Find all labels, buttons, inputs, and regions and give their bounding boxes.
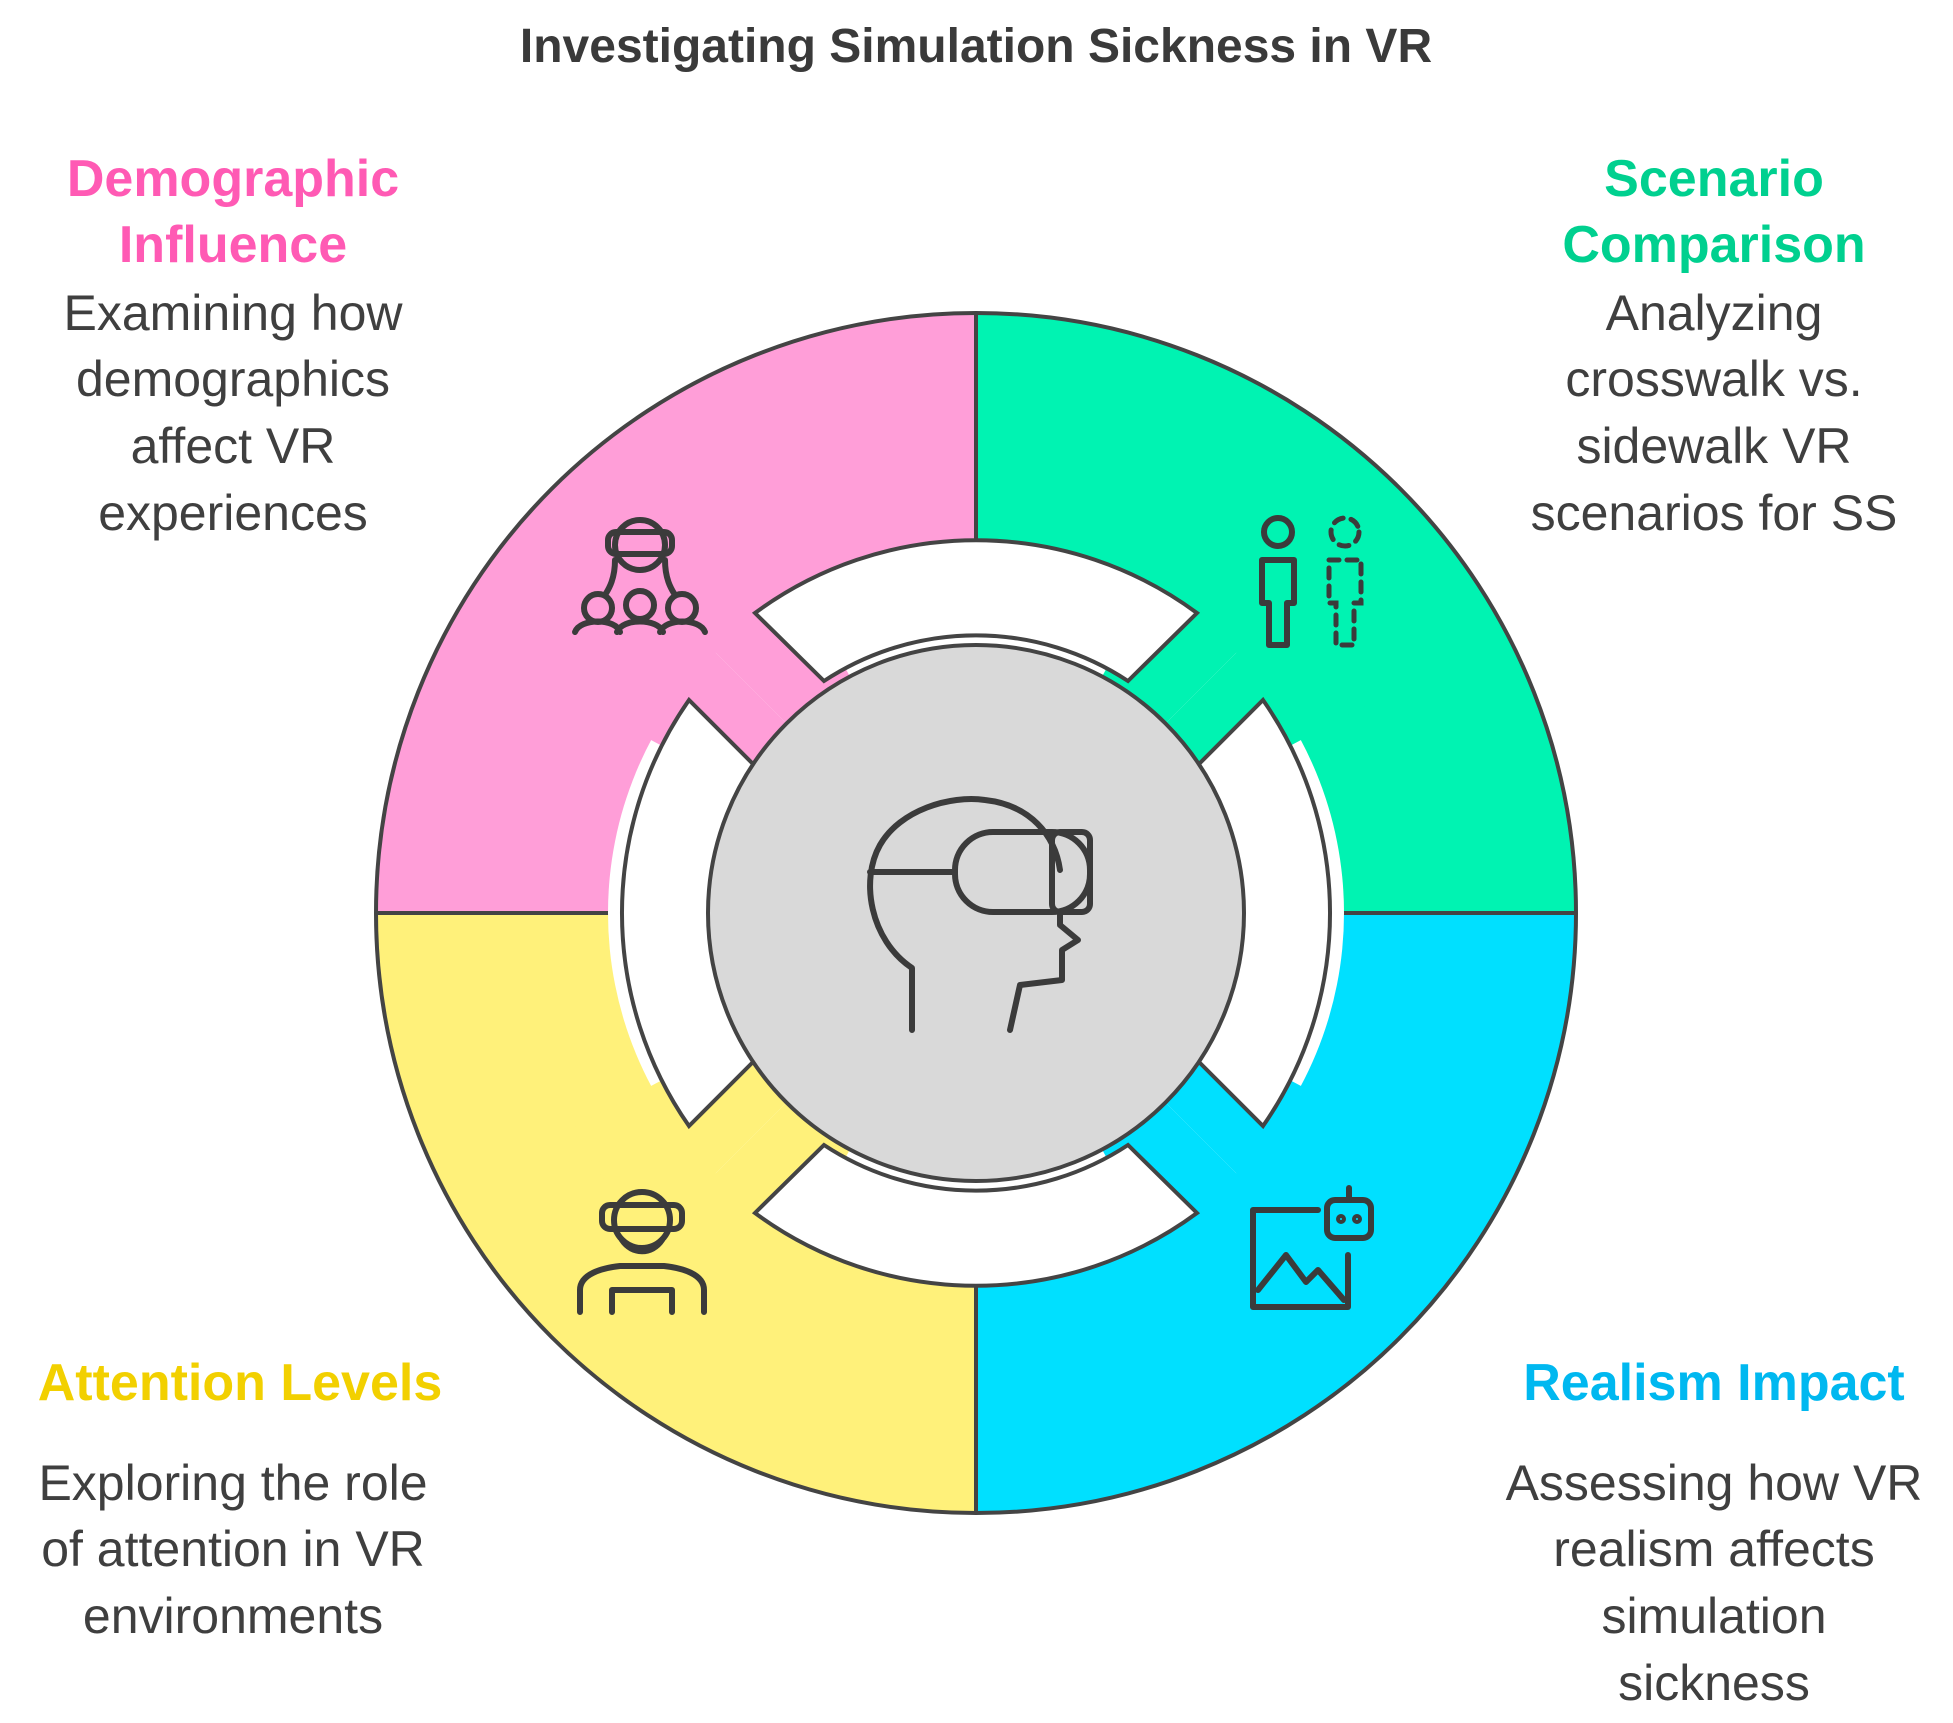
- realism-title-line-1: Realism Impact: [1523, 1354, 1905, 1412]
- outer-ring-border: [374, 311, 1578, 1515]
- realism-desc-line-4: sickness: [1618, 1655, 1810, 1711]
- vr-user-icon: [577, 1189, 707, 1315]
- demographic-title-line-1: Demographic: [67, 150, 399, 208]
- scenario-title-line-1: Scenario: [1604, 150, 1824, 208]
- inner-arc-top: [751, 538, 1201, 684]
- attention-desc-line-3: environments: [83, 1588, 383, 1644]
- label-attention: Attention Levels Exploring the role of a…: [38, 1354, 443, 1644]
- realism-desc-line-1: Assessing how VR: [1506, 1455, 1923, 1511]
- label-demographic: Demographic Influence Examining how demo…: [63, 150, 403, 541]
- image-robot-icon: [1250, 1185, 1374, 1310]
- scenario-desc-line-2: crosswalk vs.: [1565, 351, 1862, 407]
- label-scenario: Scenario Comparison Analyzing crosswalk …: [1531, 150, 1898, 541]
- group-vr-users-icon: [572, 517, 708, 635]
- center-circle: [706, 643, 1246, 1183]
- attention-desc-line-2: of attention in VR: [41, 1521, 425, 1577]
- diagram-title: Investigating Simulation Sickness in VR: [520, 20, 1432, 73]
- demographic-desc-line-2: demographics: [76, 351, 390, 407]
- demographic-desc-line-4: experiences: [98, 485, 368, 541]
- person-comparison-icon: [1259, 515, 1364, 648]
- inner-arc-bottom: [751, 1142, 1201, 1288]
- scenario-desc-line-3: sidewalk VR: [1576, 418, 1851, 474]
- label-realism: Realism Impact Assessing how VR realism …: [1506, 1354, 1923, 1711]
- attention-desc-line-1: Exploring the role: [38, 1455, 427, 1511]
- scenario-title-line-2: Comparison: [1562, 216, 1865, 274]
- attention-title-line-1: Attention Levels: [38, 1354, 443, 1412]
- realism-desc-line-2: realism affects: [1553, 1521, 1874, 1577]
- vr-headset-head-icon: [867, 796, 1093, 1033]
- scenario-desc-line-1: Analyzing: [1606, 285, 1823, 341]
- scenario-desc-line-4: scenarios for SS: [1531, 485, 1898, 541]
- demographic-desc-line-3: affect VR: [131, 418, 336, 474]
- realism-desc-line-3: simulation: [1601, 1588, 1826, 1644]
- demographic-desc-line-1: Examining how: [63, 285, 403, 341]
- demographic-title-line-2: Influence: [119, 216, 347, 274]
